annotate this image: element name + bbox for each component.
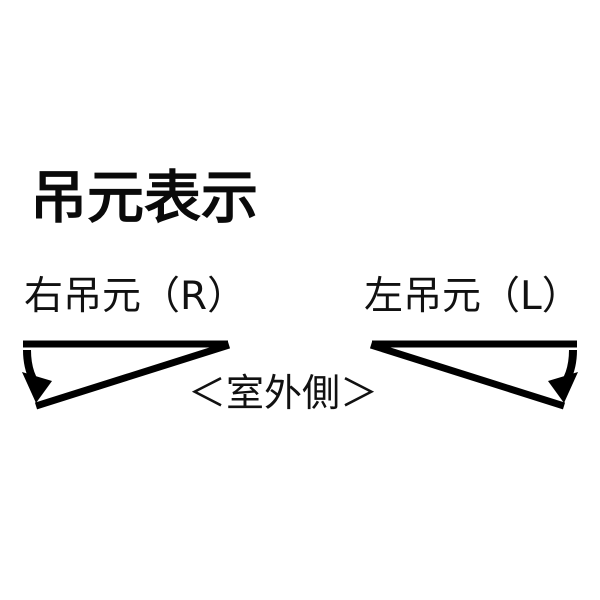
left-hinge-leaf-edge (369, 341, 566, 410)
outside-side-note: ＜室外側＞ (188, 371, 379, 415)
page-title: 吊元表示 (30, 165, 258, 231)
right-hinge-label: 右吊元（R） (24, 274, 247, 319)
right-hinge-arrowhead-icon (22, 372, 52, 403)
left-hinge-label: 左吊元（L） (364, 274, 581, 319)
left-hinge-panel (369, 340, 578, 410)
right-hinge-leaf-edge (34, 341, 231, 410)
left-hinge-arrowhead-icon (548, 372, 578, 403)
right-hinge-panel (22, 340, 231, 410)
